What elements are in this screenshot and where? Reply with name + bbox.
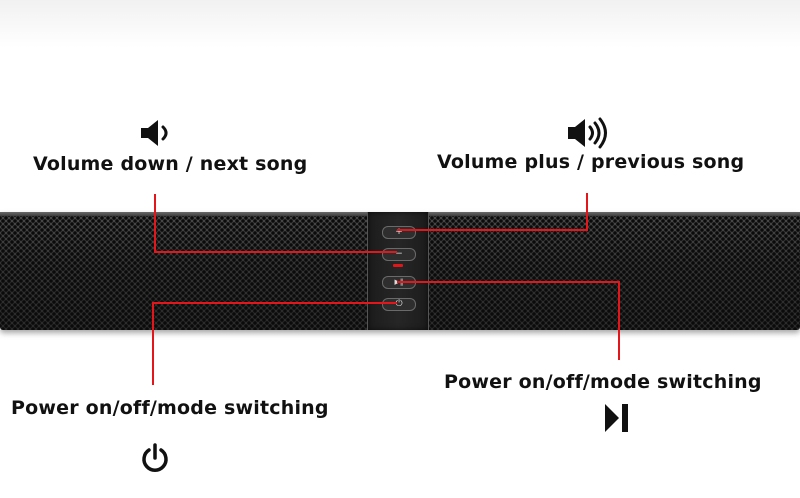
play-pause-icon bbox=[605, 404, 628, 432]
power-icon bbox=[142, 443, 168, 472]
speaker-high-icon bbox=[568, 117, 607, 149]
leader-line-play bbox=[397, 281, 620, 360]
volume-down-label: Volume down / next song bbox=[33, 153, 308, 175]
background-haze bbox=[0, 0, 800, 48]
control-panel: + − ▶‖ ⏻ bbox=[367, 212, 429, 330]
status-led bbox=[393, 264, 403, 267]
leader-line-power bbox=[152, 302, 397, 385]
power-button[interactable]: ⏻ bbox=[382, 298, 416, 311]
leader-line-volume-plus bbox=[397, 193, 588, 231]
play-mode-label: Power on/off/mode switching bbox=[444, 371, 762, 393]
volume-plus-label: Volume plus / previous song bbox=[437, 151, 745, 173]
leader-line-volume-down bbox=[154, 194, 397, 253]
speaker-low-icon bbox=[141, 120, 168, 146]
power-mode-label: Power on/off/mode switching bbox=[11, 397, 329, 419]
